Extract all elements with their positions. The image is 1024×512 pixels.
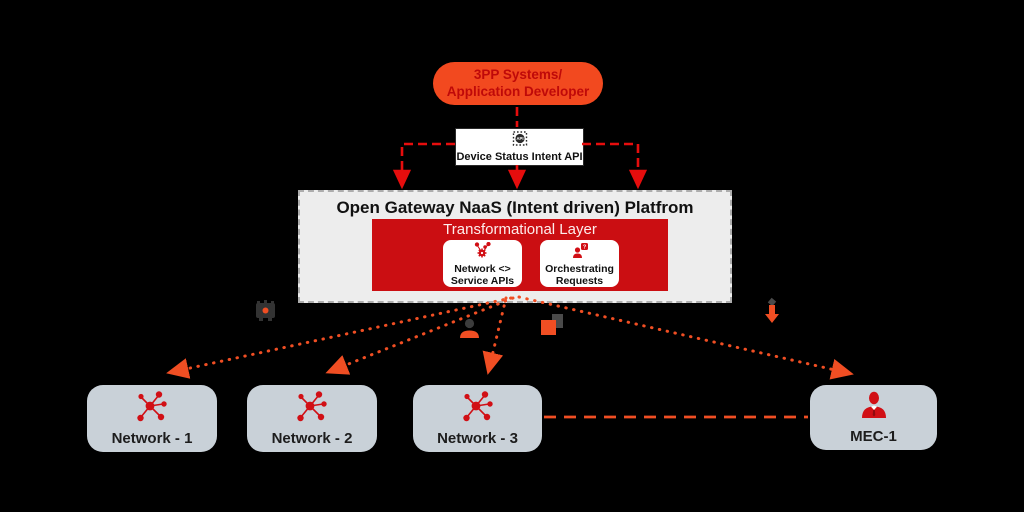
node-network-1: Network - 1 <box>87 385 217 452</box>
module-network-service-apis: Network <> Service APIs <box>443 240 522 287</box>
svg-text:API: API <box>516 136 523 141</box>
node-label: Network - 1 <box>111 430 193 447</box>
node-label: MEC-1 <box>850 428 897 445</box>
transformational-layer: Transformational Layer <box>372 219 668 291</box>
transformational-layer-title: Transformational Layer <box>443 221 597 238</box>
device-sensor-icon <box>252 297 280 330</box>
arrow-api-to-platform-left <box>392 142 455 190</box>
network-gear-icon <box>472 241 494 264</box>
link-platform-to-mec1 <box>517 295 854 380</box>
api-gear-icon: API <box>512 131 528 151</box>
arrow-api-to-platform-right <box>582 142 648 190</box>
open-gateway-platform: Open Gateway NaaS (Intent driven) Platfr… <box>298 190 732 303</box>
module1-line1: Network <> <box>454 263 511 275</box>
module2-line2: Requests <box>555 274 604 287</box>
svg-text:?: ? <box>582 245 586 251</box>
module2-line1: Orchestrating <box>545 263 614 275</box>
link-platform-to-network2 <box>325 296 515 375</box>
apps-windows-icon <box>539 313 566 343</box>
module-orchestrating-requests: ? Orchestrating Requests <box>540 240 619 287</box>
link-platform-to-network1 <box>166 296 513 379</box>
network-node-icon <box>293 390 331 428</box>
person-icon <box>858 390 890 426</box>
network-node-icon <box>133 390 171 428</box>
person-question-icon: ? <box>570 242 590 264</box>
node-network-3: Network - 3 <box>413 385 542 452</box>
platform-title: Open Gateway NaaS (Intent driven) Platfr… <box>336 198 694 217</box>
network-node-icon <box>459 390 497 428</box>
actor-3pp-pill: 3PP Systems/ Application Developer <box>433 62 603 105</box>
node-label: Network - 2 <box>271 430 353 447</box>
device-status-intent-api-box: API Device Status Intent API <box>455 128 584 166</box>
api-box-label: Device Status Intent API <box>456 151 583 163</box>
download-arrow-icon <box>761 297 783 332</box>
actor-line2: Application Developer <box>446 83 590 99</box>
node-label: Network - 3 <box>437 430 518 447</box>
node-mec-1: MEC-1 <box>810 385 937 450</box>
actor-line1: 3PP Systems/ <box>473 66 563 82</box>
module1-line2: Service APIs <box>450 274 515 287</box>
link-platform-to-network3 <box>482 296 508 375</box>
user-icon <box>458 317 481 345</box>
node-network-2: Network - 2 <box>247 385 377 452</box>
